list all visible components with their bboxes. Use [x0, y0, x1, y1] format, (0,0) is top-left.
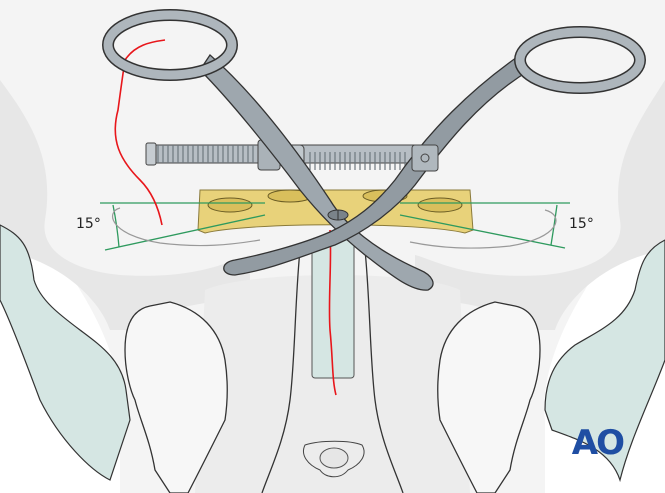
right-angle-label: 15°	[569, 216, 594, 232]
fracture-line-left	[114, 39, 166, 226]
fracture-line-symphysis	[328, 229, 337, 396]
symphysis-disc	[311, 237, 355, 379]
ao-logo: AO	[571, 423, 625, 463]
angle-lines	[100, 202, 570, 251]
pubic-body-outline	[261, 249, 301, 493]
right-sacroiliac-region	[544, 239, 665, 483]
coccyx	[303, 440, 365, 478]
left-sacroiliac-region	[0, 224, 131, 481]
left-angle-label: 15°	[76, 216, 101, 232]
reduction-clamp	[102, 9, 646, 291]
